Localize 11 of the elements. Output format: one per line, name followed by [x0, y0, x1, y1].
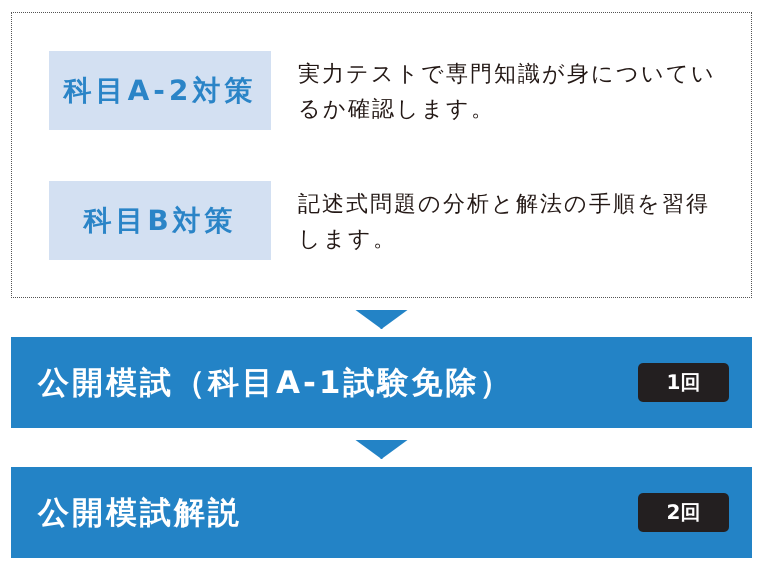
step-title: 公開模試解説: [38, 494, 242, 532]
step-band: [11, 337, 752, 428]
description-text: 記述式問題の分析と解法の手順を習得します。: [298, 191, 711, 254]
step-title: 公開模試（科目A-1試験免除）: [38, 364, 514, 402]
count-tag: 1回: [638, 363, 729, 402]
subject-label: 科目B対策: [49, 181, 271, 260]
count-tag: 2回: [638, 493, 729, 532]
subject-label: 科目A-2対策: [49, 51, 271, 130]
description-text: 実力テストで専門知識が身についているか確認します。: [298, 61, 717, 124]
dotted-group-frame: [11, 12, 752, 298]
step-band: [11, 467, 752, 558]
